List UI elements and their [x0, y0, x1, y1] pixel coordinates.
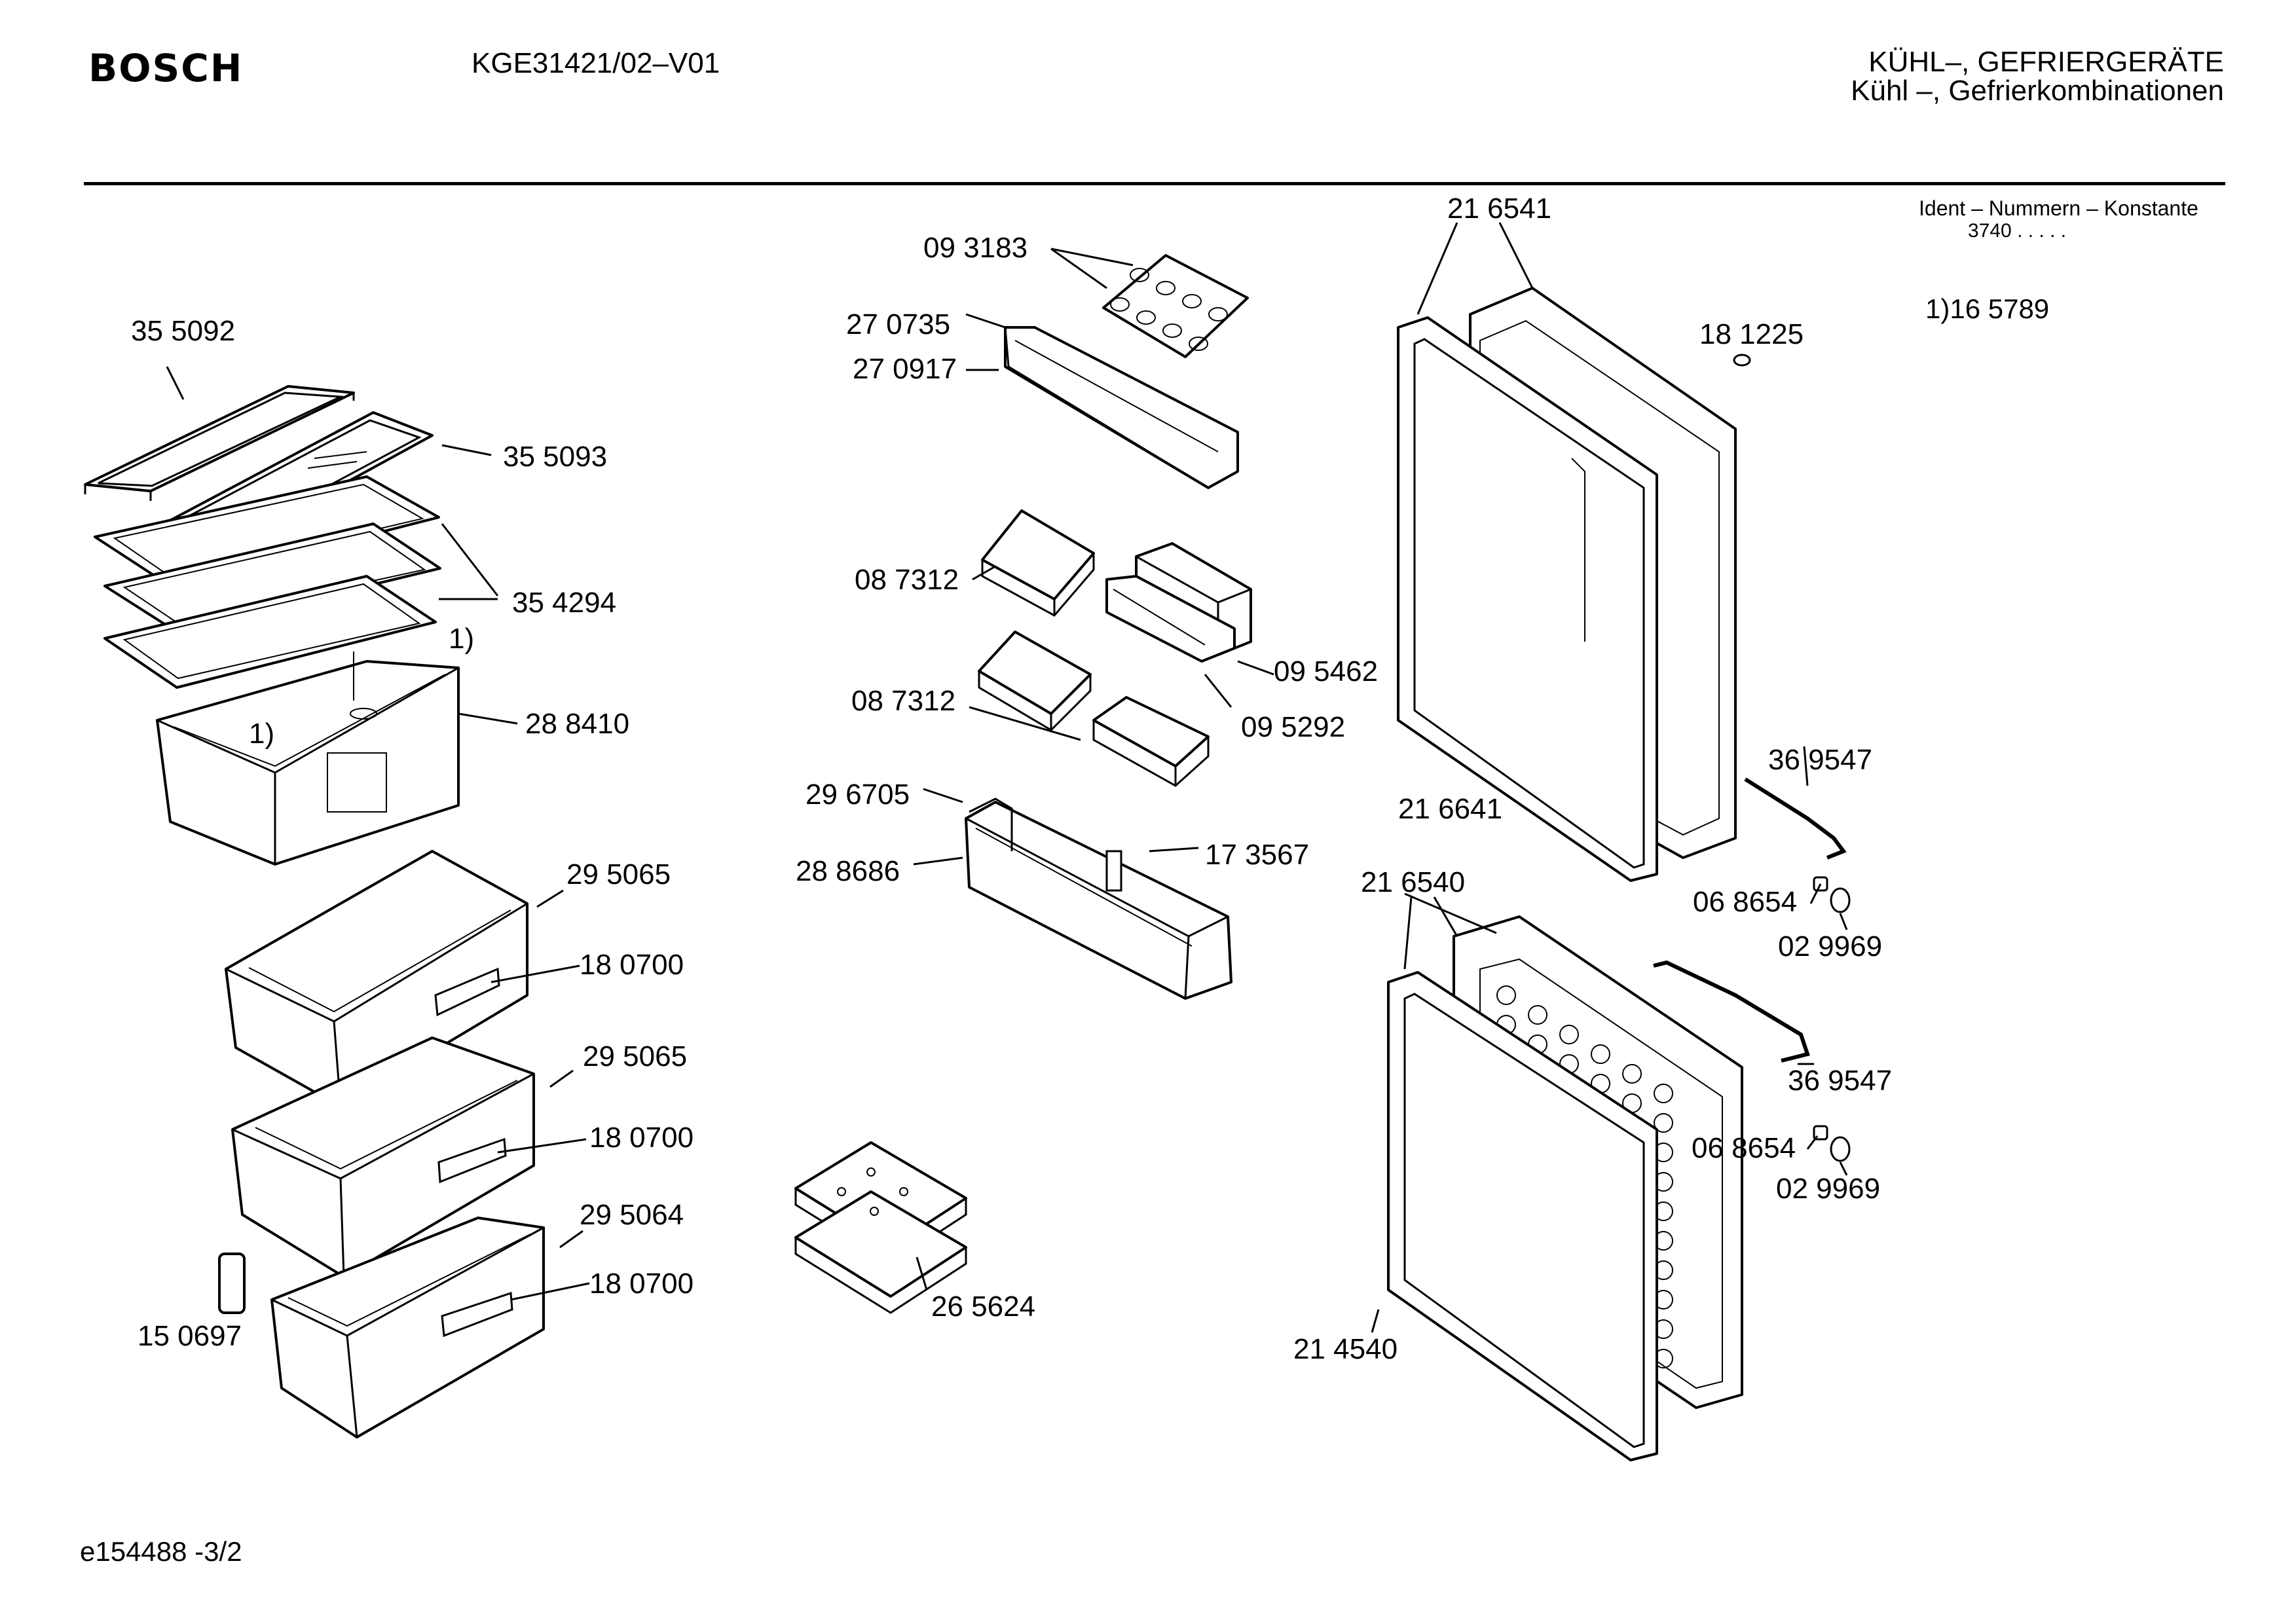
cold-pack-265624 [794, 1141, 967, 1314]
egg-cup [1182, 294, 1202, 308]
crisper-drawer-295064 [270, 1217, 545, 1438]
label-180700-c: 18 0700 [589, 1268, 694, 1300]
label-173567: 17 3567 [1205, 839, 1309, 871]
door-dimple [1654, 1084, 1673, 1103]
small-box-087312-b [978, 631, 1092, 731]
glass-shelf-355092 [84, 385, 355, 501]
clip-150697 [218, 1253, 246, 1314]
door-dimple [1528, 1005, 1547, 1025]
cap-029969-a [1830, 887, 1851, 913]
brand-logo: BOSCH [88, 46, 244, 90]
egg-cup [1156, 281, 1176, 295]
shelf-frame-354294-c [103, 575, 437, 689]
label-295064: 29 5064 [580, 1199, 684, 1231]
shelf-frame-354294-b [103, 522, 441, 633]
door-gasket-216641 [1397, 316, 1658, 882]
leader-lines [166, 222, 1848, 1333]
egg-cup [1136, 310, 1156, 325]
model-number: KGE31421/02–V01 [472, 47, 720, 79]
label-288686: 28 8686 [796, 855, 900, 887]
label-270735: 27 0735 [846, 308, 950, 340]
document-id: e154488 -3/2 [80, 1536, 242, 1567]
label-355092: 35 5092 [131, 315, 235, 347]
handle-369547-b [1653, 960, 1810, 1063]
door-rack-288686 [965, 801, 1232, 1000]
door-dimple [1496, 985, 1516, 1005]
door-dimple [1559, 1025, 1579, 1044]
label-footnote-1a: 1) [449, 623, 474, 655]
label-295065-b: 29 5065 [583, 1040, 687, 1072]
label-288410: 28 8410 [525, 708, 629, 740]
small-box-087312-a [981, 509, 1095, 617]
label-295065-a: 29 5065 [566, 858, 671, 890]
handle-369547-a [1744, 777, 1847, 860]
door-rack-270917 [1004, 326, 1239, 489]
footnote: 1)16 5789 [1925, 293, 2050, 324]
label-369547-a: 36 9547 [1768, 744, 1872, 776]
label-270917: 27 0917 [853, 353, 957, 385]
divider-173567 [1105, 850, 1122, 892]
crisper-drawer-295065-b [231, 1036, 535, 1278]
label-265624: 26 5624 [931, 1291, 1035, 1323]
label-181225: 18 1225 [1699, 318, 1804, 350]
label-214540: 21 4540 [1293, 1333, 1398, 1365]
egg-cup [1208, 307, 1228, 321]
egg-cup [1162, 323, 1182, 338]
cap-029969-b [1830, 1136, 1851, 1162]
label-029969-b: 02 9969 [1776, 1173, 1880, 1205]
label-216540: 21 6540 [1361, 866, 1465, 898]
label-068654-b: 06 8654 [1692, 1132, 1796, 1164]
plug-181225 [1733, 354, 1751, 367]
door-dimple [1591, 1044, 1610, 1064]
egg-cup [1130, 268, 1149, 282]
label-095462: 09 5462 [1274, 655, 1378, 687]
category-subtitle: Kühl –, Gefrierkombinationen [1851, 75, 2224, 107]
crisper-drawer-295065-a [225, 850, 528, 1108]
label-093183: 09 3183 [923, 232, 1028, 264]
label-216641: 21 6641 [1398, 793, 1502, 825]
label-369547-b: 36 9547 [1788, 1065, 1892, 1097]
label-footnote-1b: 1) [249, 718, 274, 750]
small-box-087312-c [1092, 696, 1210, 787]
label-180700-a: 18 0700 [580, 949, 684, 981]
egg-cup [1189, 337, 1208, 351]
label-029969-a: 02 9969 [1778, 930, 1882, 962]
label-095292: 09 5292 [1241, 711, 1345, 743]
egg-cup [1110, 297, 1130, 312]
category-title: KÜHL–, GEFRIERGERÄTE [1868, 46, 2224, 78]
header-divider [84, 182, 2225, 185]
label-068654-a: 06 8654 [1693, 886, 1797, 918]
door-gasket-214540 [1387, 971, 1658, 1461]
label-150697: 15 0697 [138, 1320, 242, 1352]
door-dimple [1622, 1064, 1642, 1084]
label-355093: 35 5093 [503, 441, 607, 473]
shelf-frame-354294-a [94, 475, 440, 587]
label-087312-a: 08 7312 [855, 564, 959, 596]
label-216541: 21 6541 [1447, 192, 1551, 225]
egg-tray-093183 [1102, 254, 1249, 358]
box-095292 [1105, 575, 1236, 663]
ident-label: Ident – Nummern – Konstante [1919, 196, 2198, 220]
ident-value: 3740 . . . . . [1968, 220, 2067, 242]
part-labels: 35 5092 35 5093 35 4294 1) 1) 28 8410 29… [131, 192, 1892, 1365]
label-087312-b: 08 7312 [851, 685, 955, 717]
label-296705: 29 6705 [805, 779, 910, 811]
rack-rail-296705 [969, 797, 1013, 851]
door-dimple [1654, 1113, 1673, 1133]
label-354294: 35 4294 [512, 587, 616, 619]
label-180700-b: 18 0700 [589, 1122, 694, 1154]
bin-288410 [156, 651, 460, 866]
